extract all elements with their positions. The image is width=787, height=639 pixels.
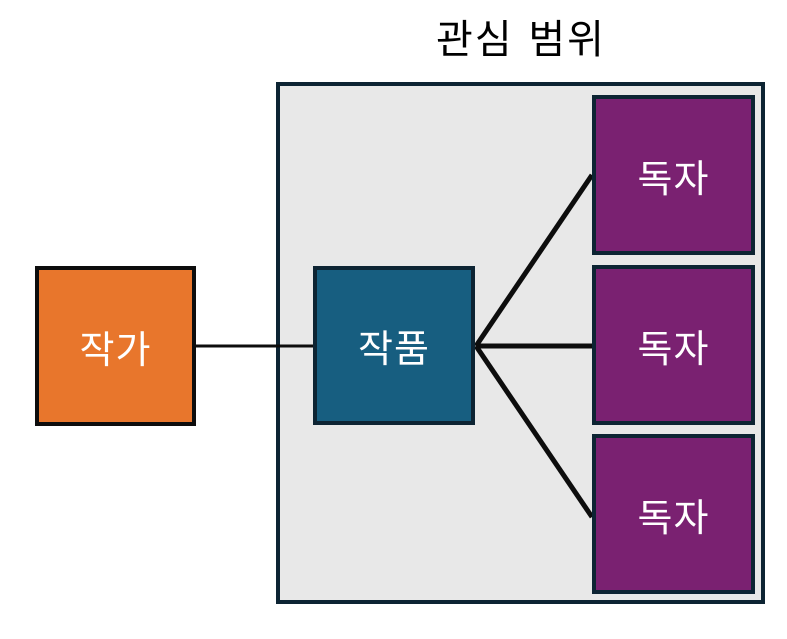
scope-title: 관심 범위 — [436, 17, 606, 63]
node-author-label: 작가 — [79, 327, 152, 372]
node-work[interactable]: 작품 — [313, 266, 475, 425]
node-reader-1[interactable]: 독자 — [592, 95, 755, 255]
node-reader-1-label: 독자 — [637, 156, 710, 201]
node-reader-2[interactable]: 독자 — [592, 265, 755, 425]
node-author[interactable]: 작가 — [35, 266, 196, 426]
node-reader-3-label: 독자 — [637, 495, 710, 540]
node-work-label: 작품 — [358, 327, 430, 371]
node-reader-3[interactable]: 독자 — [592, 434, 755, 594]
node-reader-2-label: 독자 — [637, 326, 710, 371]
